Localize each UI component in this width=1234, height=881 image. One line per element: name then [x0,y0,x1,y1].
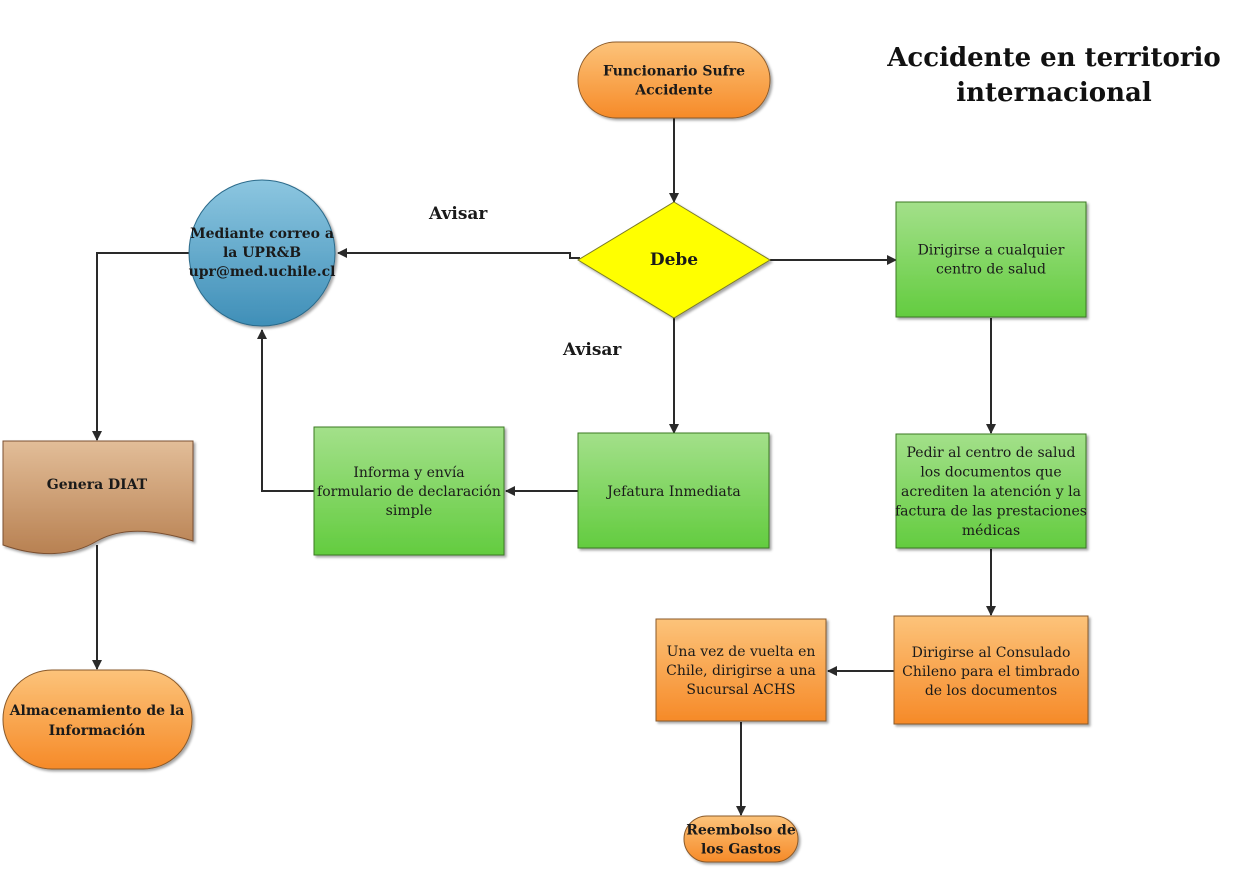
node-text-line: Una vez de vuelta en [667,644,816,660]
node-text-line: Sucursal ACHS [686,682,795,698]
node-text-line: Información [49,723,146,739]
diagram-title-line1: Accidente en territorio [886,43,1221,73]
node-diat: Genera DIAT [2,440,194,555]
node-text-line: Mediante correo a [190,226,334,242]
node-email-text: Mediante correo a la UPR&B upr@med.uchile.… [189,226,336,280]
node-text-line: Chileno para el timbrado [902,664,1080,680]
node-text-line: médicas [962,523,1020,539]
edge-label-avisar-boss: Avisar [562,340,622,360]
edges [92,118,996,816]
node-text-line: Dirigirse a cualquier [918,243,1065,259]
terminal-shape [2,669,193,770]
node-diat-text: Genera DIAT [47,477,148,493]
node-text-line: centro de salud [936,262,1046,278]
node-text-line: Informa y envía [353,465,464,481]
node-text-line: Almacenamiento de la [9,703,185,719]
node-docs: Pedir al centro de salud los documentos q… [895,433,1087,549]
node-text-line: Dirigirse al Consulado [912,645,1071,661]
node-text-line: Chile, dirigirse a una [666,663,816,679]
edge-decision-email [337,248,580,259]
node-decision-text: Debe [650,250,698,270]
node-boss: Jefatura Inmediata [577,432,770,549]
node-refund-text: Reembolso de los Gastos [686,823,796,858]
node-decision: Debe [577,201,771,319]
terminal-shape [577,41,771,119]
process-shape [577,432,770,549]
connector-circle-shape [188,179,336,327]
terminal-shape [683,815,799,863]
diagram-title-line2: internacional [956,78,1152,108]
node-text-line: Accidente [634,83,713,99]
node-form: Informa y envía formulario de declaración… [313,426,505,556]
node-storage-text: Almacenamiento de la Información [9,703,185,739]
node-refund: Reembolso de los Gastos [683,815,799,863]
node-text-line: la UPR&B [223,245,301,261]
node-text-line: los Gastos [701,842,781,858]
process-shape [655,618,827,722]
node-text-line: upr@med.uchile.cl [189,264,336,280]
node-text-line: Pedir al centro de salud [907,445,1076,461]
document-shape [2,440,194,555]
node-text-line: Funcionario Sufre [603,64,745,80]
node-text-line: Debe [650,250,698,270]
node-text-line: factura de las prestaciones [895,504,1087,520]
process-shape [895,433,1087,549]
process-shape [313,426,505,556]
process-shape [893,615,1089,725]
node-achs: Una vez de vuelta en Chile, dirigirse a u… [655,618,827,722]
node-form-text: Informa y envía formulario de declaración… [317,465,501,519]
node-text-line: Reembolso de [686,823,796,839]
node-text-line: acrediten la atención y la [901,484,1081,500]
node-docs-text: Pedir al centro de salud los documentos q… [895,445,1087,539]
node-text-line: de los documentos [925,683,1057,699]
node-boss-text: Jefatura Inmediata [605,484,740,500]
node-text-line: simple [386,503,433,519]
process-shape [895,201,1087,318]
node-text-line: formulario de declaración [317,484,501,500]
node-email: Mediante correo a la UPR&B upr@med.uchile.… [188,179,336,327]
node-health: Dirigirse a cualquier centro de salud [895,201,1087,318]
decision-shape [577,201,771,319]
node-achs-text: Una vez de vuelta en Chile, dirigirse a u… [666,644,816,698]
node-text-line: Jefatura Inmediata [605,484,740,500]
node-text-line: Genera DIAT [47,477,148,493]
node-health-text: Dirigirse a cualquier centro de salud [918,243,1065,278]
node-text-line: los documentos que [920,465,1061,481]
edge-form-email [257,329,314,492]
edge-email-diat [92,252,190,441]
edge-label-avisar-email: Avisar [428,204,488,224]
node-storage: Almacenamiento de la Información [2,669,193,770]
